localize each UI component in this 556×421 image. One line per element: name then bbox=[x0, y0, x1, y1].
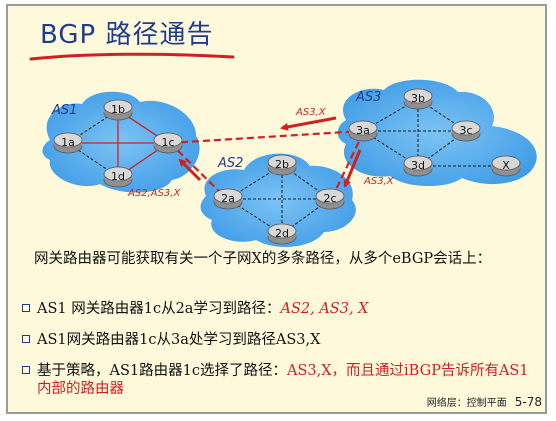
advert-arrow-3a-to-2c bbox=[343, 149, 362, 188]
bullet-square-icon bbox=[22, 366, 30, 374]
slide-footer: 网络层：控制平面 5-78 bbox=[427, 394, 542, 409]
bullet-3-highlight: AS3,X，而且通过iBGP告诉所有AS1内部的路由器 bbox=[37, 363, 529, 397]
router-1d-label: 1d bbox=[111, 170, 125, 183]
router-x-label: X bbox=[502, 159, 510, 172]
ebgp-links bbox=[169, 129, 364, 199]
advert-arrow-2a-to-1c bbox=[178, 158, 202, 182]
bullet-3-text: 基于策略，AS1路由器1c选择了路径： bbox=[37, 363, 287, 379]
bullet-square-icon bbox=[22, 335, 30, 343]
router-1d: 1d bbox=[103, 166, 133, 188]
as1-label: AS1 bbox=[51, 103, 77, 118]
intro-paragraph: 网关路由器可能获取有关一个子网X的多条路径，从多个eBGP会话上： bbox=[34, 251, 492, 267]
router-3a-label: 3a bbox=[356, 124, 370, 137]
router-3c: 3c bbox=[451, 120, 481, 142]
as3-label: AS3 bbox=[355, 90, 381, 105]
router-1b-label: 1b bbox=[111, 103, 125, 116]
router-2b-label: 2b bbox=[275, 158, 289, 171]
bullet-square-icon bbox=[22, 304, 30, 312]
advert-label-top: AS3,X bbox=[295, 107, 327, 118]
router-1a: 1a bbox=[53, 132, 83, 154]
router-3c-label: 3c bbox=[459, 124, 472, 137]
router-1a-label: 1a bbox=[61, 136, 75, 149]
router-3a: 3a bbox=[348, 120, 378, 142]
as2-cloud bbox=[200, 153, 356, 247]
bullet-1-highlight: AS2, AS3, X bbox=[280, 301, 369, 317]
footer-section: 网络层：控制平面 bbox=[426, 398, 507, 409]
router-2c-label: 2c bbox=[323, 192, 336, 205]
router-2a-label: 2a bbox=[221, 192, 235, 205]
title-underline bbox=[29, 52, 235, 61]
router-2d-label: 2d bbox=[275, 227, 289, 240]
as2-label: AS2 bbox=[217, 156, 243, 171]
router-2b: 2b bbox=[267, 154, 297, 176]
router-2a: 2a bbox=[213, 188, 243, 210]
advert-arrow-3a-to-1c bbox=[280, 116, 337, 131]
router-1c: 1c bbox=[153, 132, 183, 154]
router-x: X bbox=[491, 155, 521, 177]
router-3b-label: 3b bbox=[411, 92, 425, 105]
as1-cloud bbox=[42, 91, 200, 193]
router-2d: 2d bbox=[267, 223, 297, 245]
bullet-2-text: AS1网关路由器1c从3a处学习到路径AS3,X bbox=[37, 332, 321, 348]
advert-label-as2: AS2,AS3,X bbox=[127, 188, 181, 199]
slide-title: BGP 路径通告 bbox=[40, 20, 214, 50]
router-3b: 3b bbox=[403, 88, 433, 110]
router-1b: 1b bbox=[103, 99, 133, 121]
bullet-1-text: AS1 网关路由器1c从2a学习到路径： bbox=[37, 301, 281, 317]
router-2c: 2c bbox=[315, 188, 345, 210]
router-1c-label: 1c bbox=[161, 136, 174, 149]
advert-label-right: AS3,X bbox=[363, 176, 395, 187]
router-3d: 3d bbox=[403, 155, 433, 177]
as3-cloud bbox=[337, 79, 537, 187]
page-number: 5-78 bbox=[514, 395, 542, 409]
router-3d-label: 3d bbox=[411, 159, 425, 172]
